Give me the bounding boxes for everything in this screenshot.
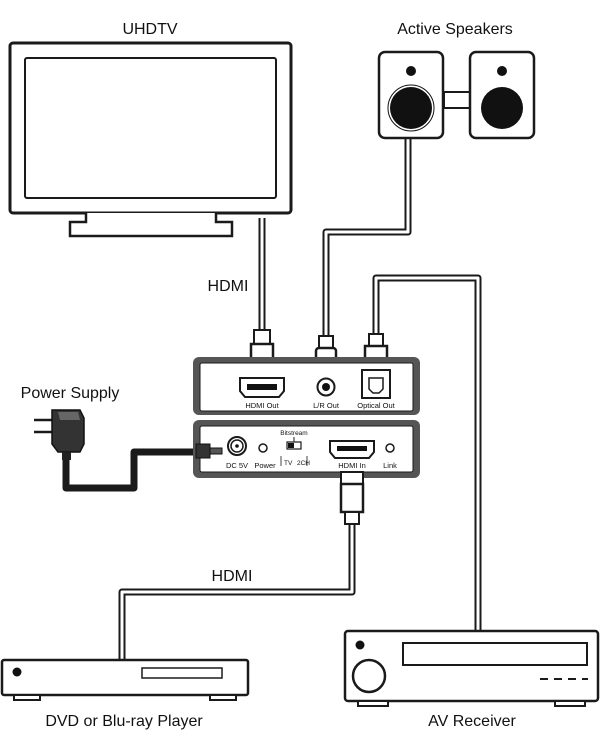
hdmi-out-label: HDMI Out [245, 401, 279, 410]
lr-out-jack [316, 377, 336, 397]
bitstream-label: Bitstream [280, 430, 307, 437]
lr-cable-speakers [322, 138, 412, 342]
av-receiver-label: AV Receiver [428, 713, 516, 730]
hdmi-in-plug [339, 471, 365, 525]
link-label: Link [383, 461, 397, 470]
hdmi-in-label: HDMI In [338, 461, 366, 470]
power-label: Power [254, 461, 276, 470]
cable-inner [120, 138, 480, 660]
power-led-icon [258, 443, 268, 453]
speaker-icon [377, 50, 536, 140]
power-plug-icon [195, 443, 223, 459]
uhdtv-icon [8, 41, 293, 238]
dc-power-port [227, 436, 247, 456]
device-bottom-panel: DC 5V Power Bitstream TV 2CH HDMI In Lin… [193, 420, 420, 478]
dvd-player-icon [0, 658, 250, 701]
hdmi-bottom-label: HDMI [212, 568, 253, 585]
lr-out-label: L/R Out [313, 401, 340, 410]
power-cable [62, 448, 196, 492]
tv-label: TV [284, 460, 293, 467]
av-receiver-icon [343, 629, 600, 707]
hdmi-in-port [329, 440, 375, 459]
device-top-panel: HDMI Out L/R Out Optical Out [193, 357, 420, 415]
uhdtv-label: UHDTV [122, 21, 177, 38]
optical-out-port [361, 369, 391, 399]
hdmi-cable-dvd [118, 520, 356, 660]
hdmi-out-port [239, 377, 285, 398]
dc-5v-label: DC 5V [226, 461, 248, 470]
power-adapter-icon [34, 409, 85, 460]
two-ch-label: 2CH [297, 460, 310, 467]
optical-out-label: Optical Out [357, 401, 395, 410]
hdmi-top-label: HDMI [208, 278, 249, 295]
active-speakers-label: Active Speakers [397, 21, 513, 38]
dvd-player-label: DVD or Blu-ray Player [45, 713, 203, 730]
bitstream-switch[interactable] [280, 437, 308, 466]
power-supply-label: Power Supply [21, 385, 120, 402]
link-led-icon [385, 443, 395, 453]
